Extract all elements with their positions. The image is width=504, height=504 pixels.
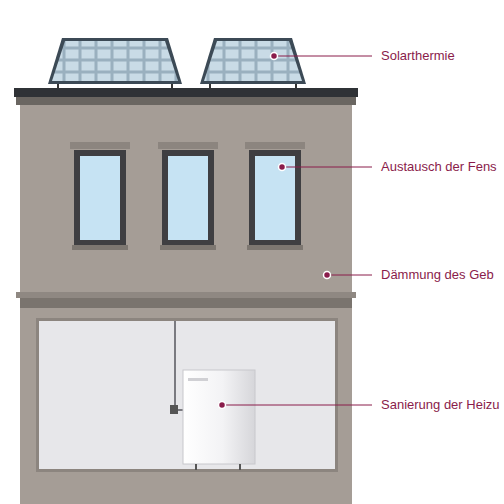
ground-floor — [20, 308, 352, 504]
roof — [14, 88, 358, 97]
solar-panel — [200, 38, 306, 90]
window — [70, 142, 130, 250]
facade — [20, 105, 352, 293]
ledge — [16, 292, 356, 298]
window — [158, 142, 218, 250]
shop-window — [39, 321, 335, 469]
callout-label: Austausch der Fens — [381, 159, 497, 175]
leader-line — [219, 53, 373, 409]
callout-label: Sanierung der Heizu — [381, 397, 500, 413]
heating-unit — [170, 321, 255, 470]
solar-panel — [48, 38, 182, 90]
callout-label: Dämmung des Geb — [381, 267, 494, 283]
callout-label: Solarthermie — [381, 48, 455, 64]
window — [245, 142, 305, 250]
